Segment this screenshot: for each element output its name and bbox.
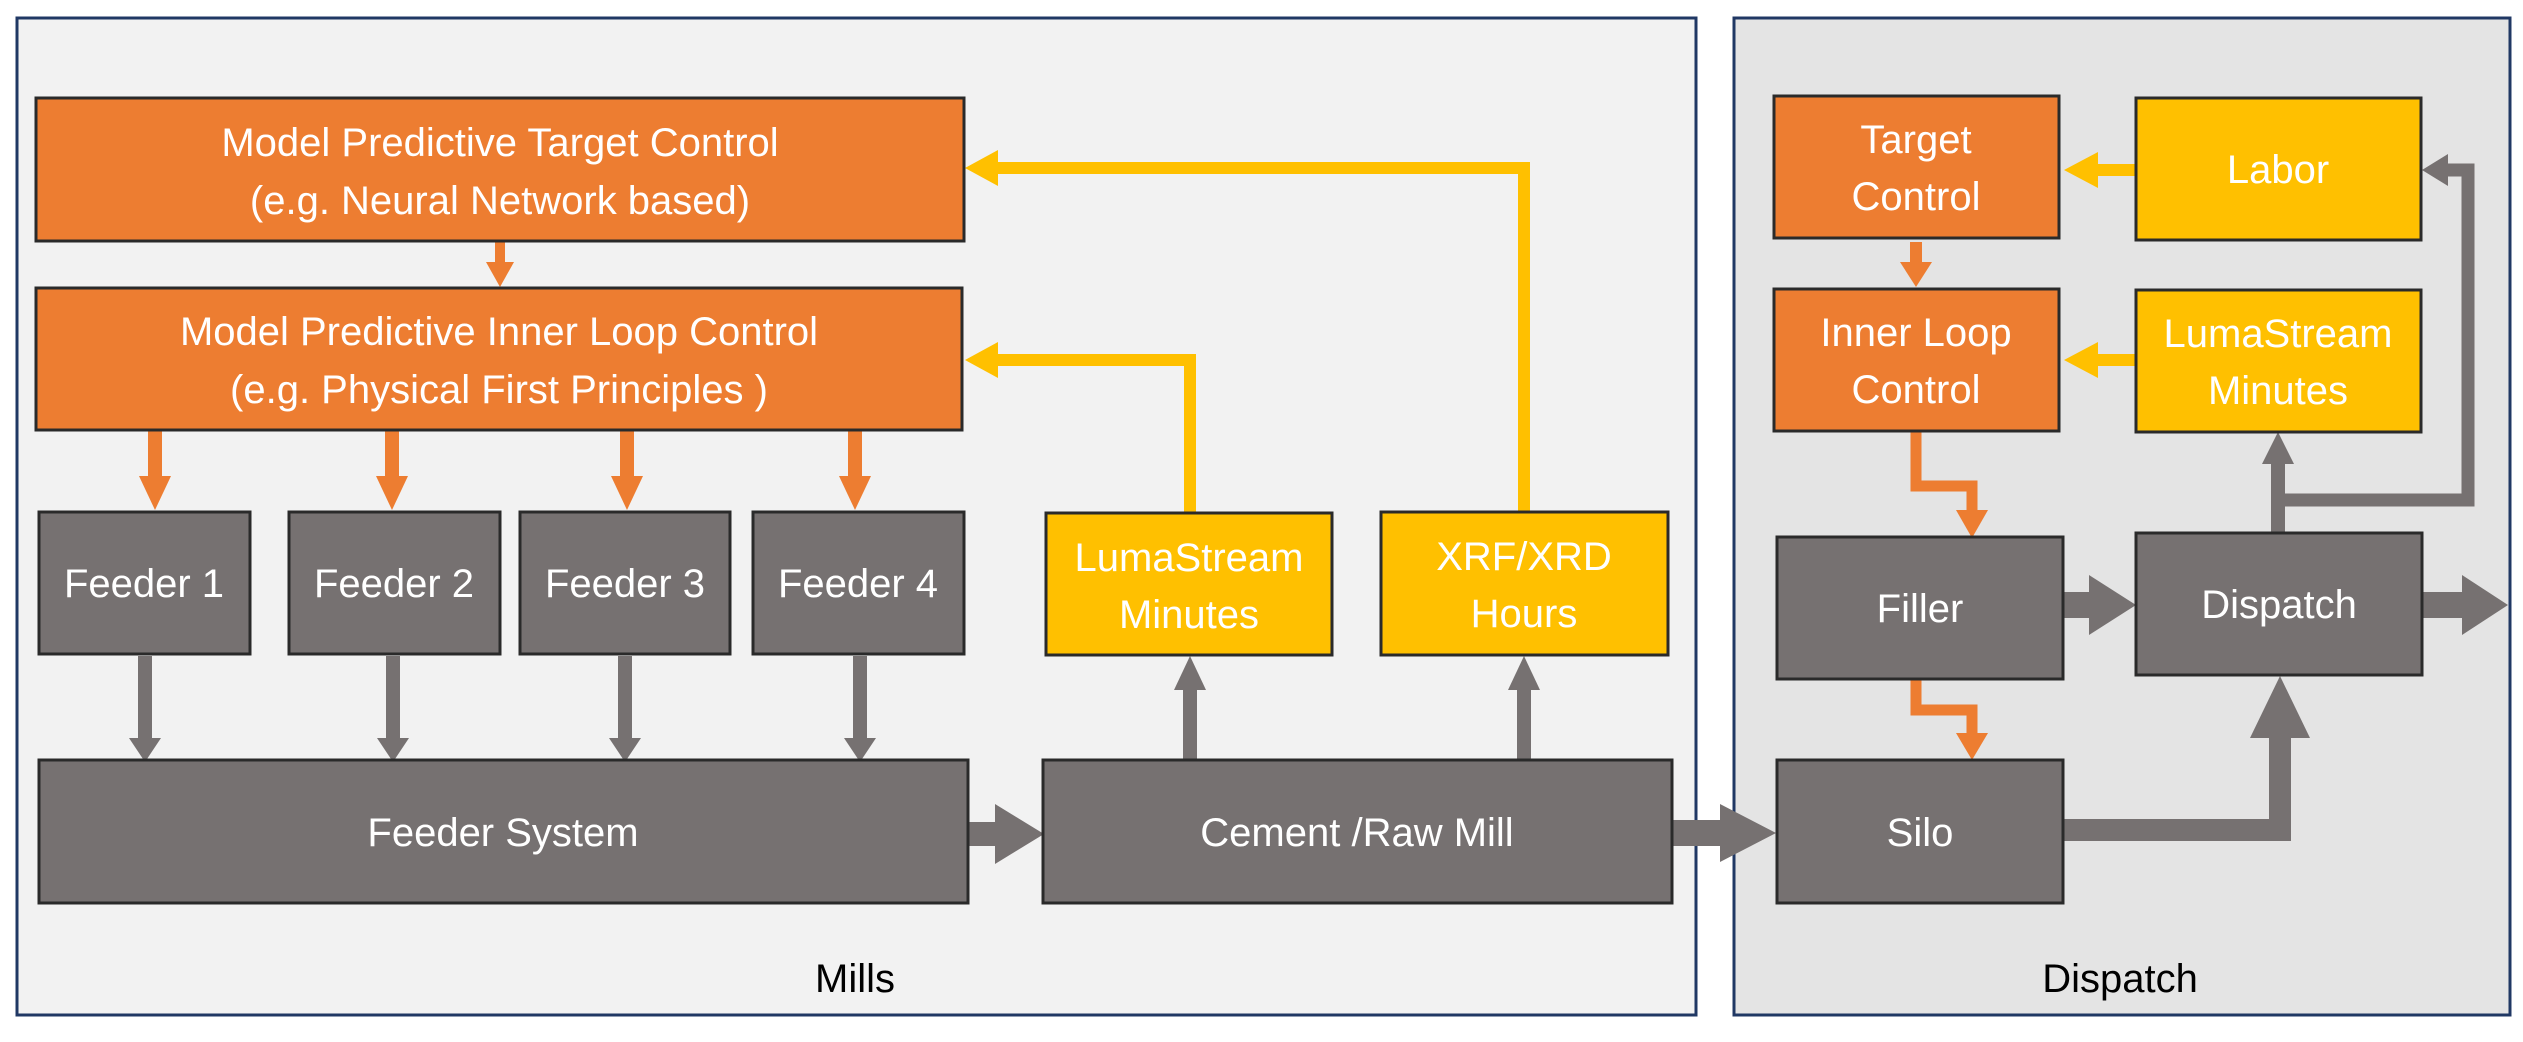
lumastream-feedback-arrow xyxy=(965,342,1196,512)
target-to-innerloop-arrow xyxy=(1900,242,1932,287)
dispatch-box-label: Dispatch xyxy=(2201,583,2357,627)
mills-lumastream-line1: LumaStream xyxy=(1075,536,1304,580)
feeder-4-label: Feeder 4 xyxy=(778,562,938,606)
system-to-mill-arrow xyxy=(967,804,1044,864)
feeder-1-box xyxy=(37,510,252,656)
mpc-inner-line1: Model Predictive Inner Loop Control xyxy=(180,310,818,354)
feeder-4-box xyxy=(751,510,966,656)
inner-to-feeders-arrows xyxy=(139,430,871,510)
mills-lumastream-line2: Minutes xyxy=(1119,593,1259,637)
mpc-target-line2: (e.g. Neural Network based) xyxy=(250,179,750,223)
silo-to-dispatch-arrow xyxy=(2063,676,2310,841)
mpc-inner-line2: (e.g. Physical First Principles ) xyxy=(230,368,768,412)
dispatch-panel-label: Dispatch xyxy=(2042,957,2198,1001)
feeder-3-label: Feeder 3 xyxy=(545,562,705,606)
xrf-box xyxy=(1379,510,1670,657)
target-control-line1: Target xyxy=(1860,118,1971,162)
labor-box xyxy=(2134,96,2423,242)
feeder-system-box xyxy=(37,758,970,905)
target-control-line2: Control xyxy=(1852,175,1981,219)
feeder-2-box xyxy=(287,510,502,656)
labor-to-target-arrow xyxy=(2064,152,2135,188)
xrf-line1: XRF/XRD xyxy=(1436,535,1612,579)
silo-box xyxy=(1775,758,2065,905)
xrf-line2: Hours xyxy=(1471,592,1578,636)
mills-panel-label: Mills xyxy=(815,957,895,1001)
inner-loop-line2: Control xyxy=(1852,368,1981,412)
mill-to-analyzers-arrows xyxy=(1174,656,1540,760)
filler-box xyxy=(1775,535,2065,681)
feeder-1-label: Feeder 1 xyxy=(64,562,224,606)
feeder-system-label: Feeder System xyxy=(367,811,638,855)
mpc-inner-box xyxy=(34,286,964,432)
inner-loop-box xyxy=(1772,287,2061,433)
target-control-box xyxy=(1772,94,2061,240)
dispatch-out-arrow xyxy=(2422,575,2508,635)
dispatch-box xyxy=(2134,531,2424,677)
labor-label: Labor xyxy=(2227,148,2329,192)
luma-to-inner-arrow xyxy=(2064,342,2135,378)
filler-to-silo-arrow xyxy=(1910,680,1988,760)
mills-lumastream-box xyxy=(1044,511,1334,657)
mill-box xyxy=(1041,758,1674,905)
feeder-3-box xyxy=(518,510,732,656)
filler-label: Filler xyxy=(1877,587,1964,631)
feeders-to-system-arrows xyxy=(129,656,876,762)
mpc-target-box xyxy=(34,96,966,243)
dispatch-lumastream-line2: Minutes xyxy=(2208,369,2348,413)
inner-loop-line1: Inner Loop xyxy=(1820,311,2011,355)
dispatch-to-labor-arrow xyxy=(2278,154,2475,507)
xrf-feedback-arrow xyxy=(965,150,1530,512)
innerloop-to-filler-arrow xyxy=(1910,430,1988,538)
silo-label: Silo xyxy=(1887,811,1954,855)
dispatch-lumastream-box xyxy=(2134,288,2423,434)
dispatch-lumastream-line1: LumaStream xyxy=(2164,312,2393,356)
mill-label: Cement /Raw Mill xyxy=(1200,811,1513,855)
target-to-inner-arrow xyxy=(486,242,514,287)
feeder-2-label: Feeder 2 xyxy=(314,562,474,606)
filler-to-dispatch-arrow xyxy=(2063,575,2136,635)
mill-to-silo-arrow xyxy=(1672,804,1776,862)
mpc-target-line1: Model Predictive Target Control xyxy=(221,121,778,165)
